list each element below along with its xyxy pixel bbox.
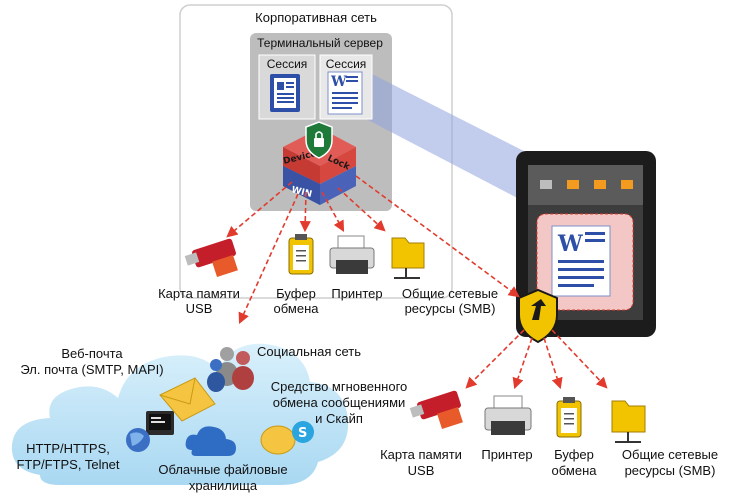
shared-folder-icon [391,237,425,279]
session-1-label: Сессия [266,57,308,71]
word-document-icon: W [327,71,363,115]
printer-label-bottom: Принтер [481,447,533,462]
clipboard-label-top-line1: Буфер [276,286,316,301]
printer-label-top: Принтер [331,286,383,301]
terminal-server-label: Терминальный сервер [257,36,383,50]
cloud-storage-icon [185,426,236,456]
corporate-network-label: Корпоративная сеть [255,10,377,25]
social-network-label: Социальная сеть [257,344,361,359]
im-label-line3: и Скайп [315,411,363,426]
im-label-line2: обмена сообщениями [272,395,406,410]
usb-label-top-line2: USB [185,301,213,316]
usb-label-bottom-line1: Карта памяти [380,447,462,462]
http-label-line1: HTTP/HTTPS, [26,441,110,456]
clipboard-label-bottom-line1: Буфер [554,447,594,462]
document-icon [270,74,300,112]
svg-text:W: W [330,74,347,90]
devicelock-word-win: WIN [290,185,313,200]
clipboard-label-bottom-line2: обмена [551,463,597,478]
shield-lock-icon [305,121,333,159]
shares-label-top-line2: ресурсы (SMB) [404,301,496,316]
shares-label-bottom-line2: ресурсы (SMB) [624,463,716,478]
people-icon [207,347,254,392]
cloud-storage-label-line1: Облачные файловые [158,462,288,477]
usb-card-icon [184,238,238,278]
usb-label-top-line1: Карта памяти [158,286,240,301]
printer-icon [329,235,375,274]
shares-label-bottom-line1: Общие сетевые [621,447,719,462]
email-label: Эл. почта (SMTP, MAPI) [20,362,164,377]
tablet-device: W [516,151,656,337]
shares-label-top-line1: Общие сетевые [401,286,499,301]
arrows-from-tablet [465,329,608,390]
clipboard-icon [288,234,314,275]
svg-text:W: W [557,231,583,257]
terminal-icon [146,411,174,435]
svg-text:S: S [298,426,307,441]
globe-icon [126,428,150,452]
session-2-label: Сессия [325,57,367,71]
printer-icon-bottom [484,395,532,435]
arrows-from-server [226,175,520,325]
clipboard-label-top-line2: обмена [273,301,319,316]
shared-folder-icon-bottom [611,400,646,443]
envelope-icon [159,377,216,422]
clipboard-icon-bottom [556,397,582,438]
webmail-label: Веб-почта [61,346,123,361]
im-skype-icon: S [260,421,314,455]
cloud-storage-label-line2: хранилища [188,478,258,493]
im-label-line1: Средство мгновенного [270,379,408,394]
usb-label-bottom-line2: USB [407,463,435,478]
tablet-shield-icon [518,288,558,344]
http-label-line2: FTP/FTPS, Telnet [16,457,120,472]
usb-card-icon-bottom [409,390,463,430]
devicelock-agent [283,128,356,205]
